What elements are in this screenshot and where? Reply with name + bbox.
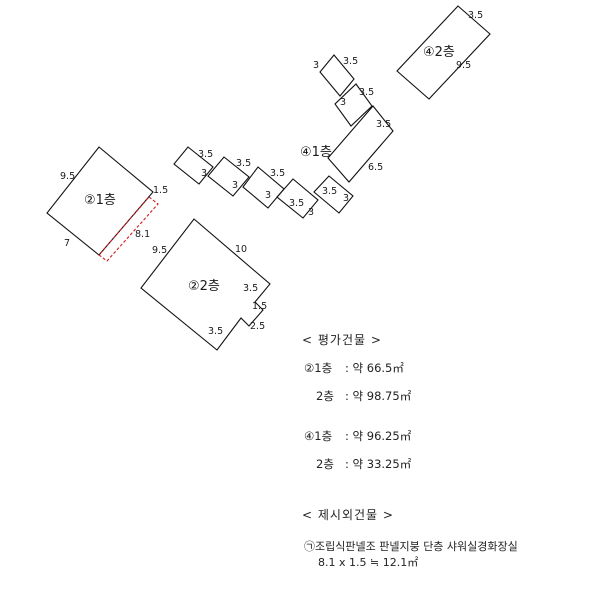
- dim-b2-2-top: 10: [235, 244, 247, 255]
- dim-upper1-top: 3.5: [343, 56, 358, 67]
- annex-dashed-outline: [98, 196, 159, 262]
- legend-b2-floor1-value: : 약 66.5㎡: [345, 361, 404, 375]
- building-2-floor2-label: ②2층: [188, 279, 220, 294]
- building-2-floor2-outline: [140, 218, 271, 351]
- dim-b2-2-notch1: 2.5: [250, 321, 265, 332]
- legend-b4-floor1-label: ④1층: [304, 429, 333, 443]
- legend-b2-floor2-value: : 약 98.75㎡: [345, 389, 412, 403]
- dim-b4-2-side: 9.5: [456, 60, 471, 71]
- legend-extra-calc: 8.1 x 1.5 ≒ 12.1㎡: [318, 556, 419, 569]
- small-square-3: [242, 166, 285, 209]
- dim-upper1-left: 3: [313, 60, 319, 71]
- small-square-1: [173, 146, 214, 185]
- legend-b2-floor1-label: ②1층: [304, 361, 333, 375]
- dim-b2-2-notch2: 3.5: [208, 326, 223, 337]
- dim-b2-1-left: 7: [64, 238, 70, 249]
- building-4-floor1-outline: [327, 105, 394, 183]
- building-4-floor1-label: ④1층: [300, 145, 332, 160]
- building-4-floor2-label: ④2층: [423, 45, 455, 60]
- dim-b2-2-right1: 3.5: [243, 283, 258, 294]
- dim-b2-1-top: 9.5: [60, 171, 75, 182]
- dim-upper2-left: 3: [340, 97, 346, 108]
- dim-square1-top: 3.5: [198, 149, 213, 160]
- dim-square5-top: 3.5: [322, 186, 337, 197]
- legend-extra-item: ㉠조립식판넬조 판넬지붕 단층 샤워실경화장실: [304, 540, 518, 553]
- upper-square-1: [319, 54, 355, 97]
- dim-b2-2-left: 9.5: [152, 245, 167, 256]
- legend-extra-header: < 제시외건물 >: [302, 508, 394, 522]
- dim-b2-1-ext-top: 1.5: [153, 185, 168, 196]
- dim-b4-2-top: 3.5: [468, 10, 483, 21]
- dim-square2-side: 3: [232, 180, 238, 191]
- dim-b2-1-ext-length: 8.1: [135, 229, 150, 240]
- dim-upper2-top: 3.5: [359, 87, 374, 98]
- building-2-floor1-label: ②1층: [84, 193, 116, 208]
- small-square-4: [276, 178, 319, 219]
- legend-b2-floor2-label: 2층: [316, 389, 334, 403]
- dim-square4-side: 3: [308, 207, 314, 218]
- dim-b2-2-right2: 1.5: [252, 301, 267, 312]
- building-4-floor2-outline: [396, 5, 491, 100]
- dim-square1-side: 3: [201, 168, 207, 179]
- legend-b4-floor2-label: 2층: [316, 457, 334, 471]
- legend-b4-floor1-value: : 약 96.25㎡: [345, 429, 412, 443]
- dim-square4-top: 3.5: [289, 198, 304, 209]
- dim-square5-side: 3: [343, 193, 349, 204]
- dim-square3-top: 3.5: [270, 168, 285, 179]
- dim-square2-top: 3.5: [236, 158, 251, 169]
- dim-square3-side: 3: [265, 190, 271, 201]
- legend-b4-floor2-value: : 약 33.25㎡: [345, 457, 412, 471]
- small-square-5: [313, 175, 354, 214]
- dim-b4-1-top: 3.5: [376, 119, 391, 130]
- dim-b4-1-side: 6.5: [368, 162, 383, 173]
- legend-evaluated-header: < 평가건물 >: [302, 333, 382, 347]
- upper-square-2: [334, 83, 373, 127]
- small-square-2: [207, 156, 250, 197]
